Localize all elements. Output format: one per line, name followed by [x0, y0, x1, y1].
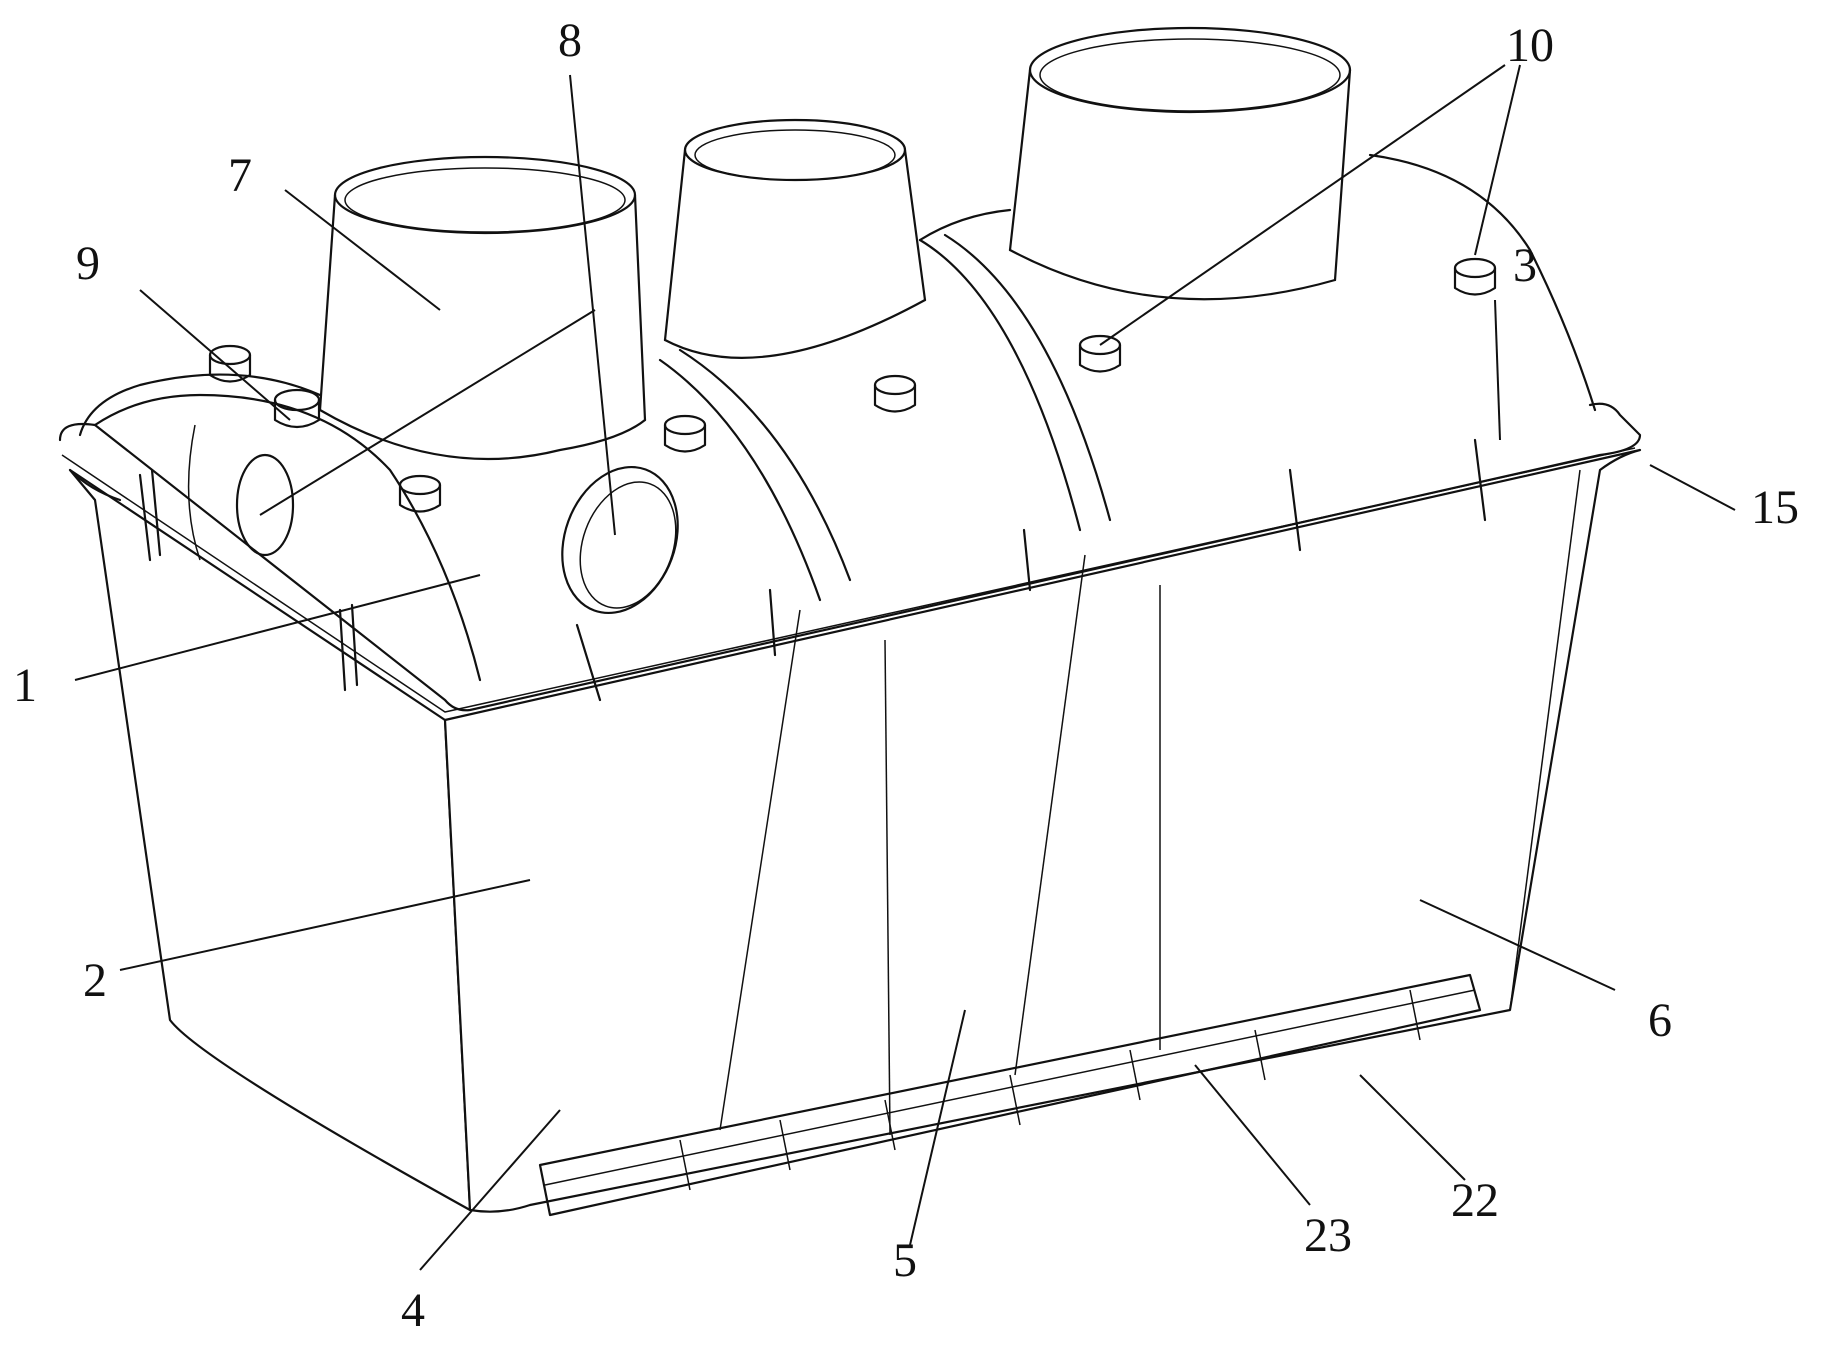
callout-10: 10	[1506, 19, 1554, 72]
leader-2	[119, 879, 531, 971]
vent-cap	[208, 344, 252, 383]
callout-4: 4	[401, 1284, 425, 1337]
leader-1	[74, 574, 481, 681]
leader-8	[569, 74, 616, 536]
callout-23: 23	[1304, 1209, 1352, 1262]
dome-sections	[78, 153, 1597, 682]
leader-10a	[1099, 64, 1506, 346]
leader-9	[139, 289, 291, 421]
vent-cap	[398, 474, 442, 513]
vent-cap	[1453, 257, 1497, 296]
leader-7b	[259, 309, 596, 516]
leader-7	[284, 189, 441, 311]
vent-cap	[1078, 334, 1122, 373]
side-pipe-opening	[235, 453, 295, 557]
inlet-pipe-opening	[561, 465, 679, 615]
callout-1: 1	[13, 659, 37, 712]
leader-4	[419, 1109, 561, 1271]
callout-8: 8	[558, 14, 582, 67]
callout-6: 6	[1648, 994, 1672, 1047]
leader-lines	[74, 64, 1736, 1271]
leader-10b	[1474, 64, 1521, 256]
leader-3	[1494, 299, 1501, 441]
callout-5: 5	[893, 1234, 917, 1287]
tank-body	[58, 402, 1642, 1213]
callout-7: 7	[228, 149, 252, 202]
callout-15: 15	[1751, 481, 1799, 534]
base-rail	[538, 973, 1482, 1217]
callout-3: 3	[1513, 239, 1537, 292]
callout-2: 2	[83, 954, 107, 1007]
leader-15	[1649, 464, 1736, 511]
leader-5	[909, 1009, 966, 1246]
leader-22	[1359, 1074, 1466, 1181]
callout-labels: 1 2 3 4 5 6 7 8 9 10 15 22 23	[13, 14, 1799, 1337]
vent-cap	[273, 388, 321, 429]
vent-caps	[208, 257, 1497, 513]
rim-lugs	[138, 438, 1487, 702]
riser-3	[1008, 26, 1352, 301]
leader-23	[1194, 1064, 1311, 1206]
vent-cap	[873, 374, 917, 413]
leader-6	[1419, 899, 1616, 991]
riser-1	[318, 155, 647, 461]
vent-cap	[663, 414, 707, 453]
callout-9: 9	[76, 237, 100, 290]
callout-22: 22	[1451, 1174, 1499, 1227]
riser-2	[663, 118, 927, 359]
